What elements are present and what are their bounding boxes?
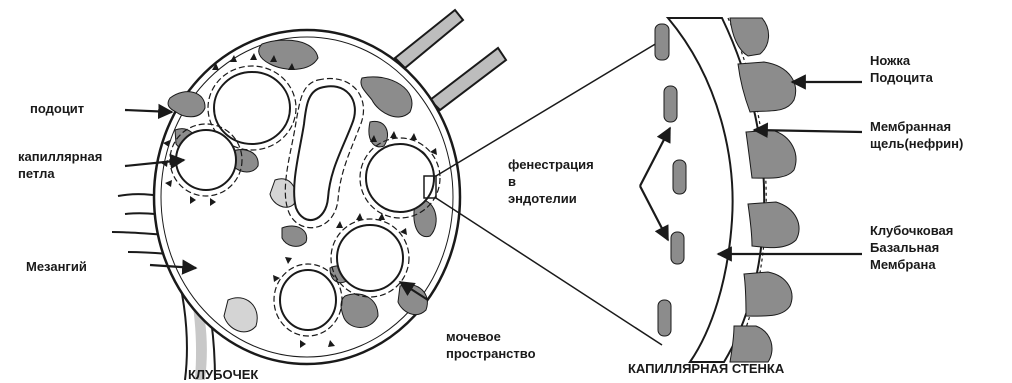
capillary-wall-title-text: КАПИЛЛЯРНАЯ СТЕНКА: [628, 360, 784, 377]
podocyte-label: подоцит: [30, 100, 84, 117]
gbm-label-line2: Базальная: [870, 239, 953, 256]
mesangium-label: Мезангий: [26, 258, 87, 275]
fenestration-label-line1: фенестрация: [508, 156, 594, 173]
zoom-line-bottom: [436, 198, 662, 345]
podocyte-foot-label-line2: Подоцита: [870, 69, 933, 86]
mesangium-label-text: Мезангий: [26, 258, 87, 275]
capillary-loop-label: капиллярная петла: [18, 148, 102, 182]
gbm-label: Клубочковая Базальная Мембрана: [870, 222, 953, 273]
podocyte-label-text: подоцит: [30, 100, 84, 117]
slit-membrane-label-line2: щель(нефрин): [870, 135, 963, 152]
glomerulus-title-text: КЛУБОЧЕК: [188, 366, 258, 383]
capillary-wall-title: КАПИЛЛЯРНАЯ СТЕНКА: [628, 360, 784, 377]
glomerulus-illustration: [112, 10, 506, 380]
endothelial-cells: [655, 24, 686, 336]
gbm-label-line3: Мембрана: [870, 256, 953, 273]
podocyte-foot-label: Ножка Подоцита: [870, 52, 933, 86]
fenestration-label: фенестрация в эндотелии: [508, 156, 594, 207]
slit-membrane-label-line1: Мембранная: [870, 118, 963, 135]
podocyte-foot-label-line1: Ножка: [870, 52, 933, 69]
urinary-space-label: мочевое пространство: [446, 328, 536, 362]
capillary-wall-illustration: [655, 18, 799, 362]
capillary-loop-label-line2: петла: [18, 165, 102, 182]
urinary-space-label-line1: мочевое: [446, 328, 536, 345]
gbm-label-line1: Клубочковая: [870, 222, 953, 239]
urinary-space-label-line2: пространство: [446, 345, 536, 362]
fenestration-label-line2: в: [508, 173, 594, 190]
capillary-loop-label-line1: капиллярная: [18, 148, 102, 165]
fenestration-label-line3: эндотелии: [508, 190, 594, 207]
slit-membrane-label: Мембранная щель(нефрин): [870, 118, 963, 152]
glomerulus-title: КЛУБОЧЕК: [188, 366, 258, 383]
